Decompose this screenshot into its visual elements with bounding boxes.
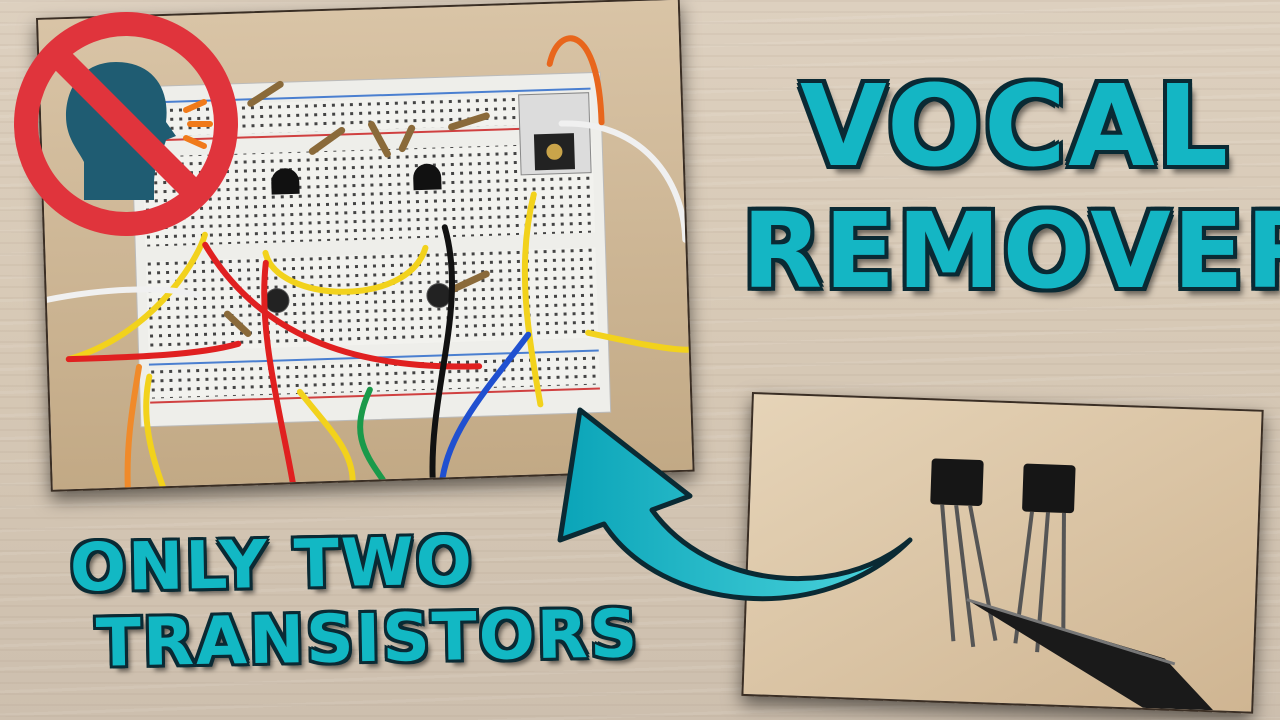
- curved-arrow-icon: [557, 407, 913, 602]
- transistors-photo: [741, 392, 1264, 714]
- subtitle-only-two: ONLY TWO: [69, 522, 475, 607]
- subtitle-transistors: TRANSISTORS: [95, 595, 640, 682]
- no-talking-icon: [14, 12, 238, 236]
- title-vocal: VOCAL: [800, 62, 1231, 192]
- title-remover: REMOVER: [742, 190, 1280, 312]
